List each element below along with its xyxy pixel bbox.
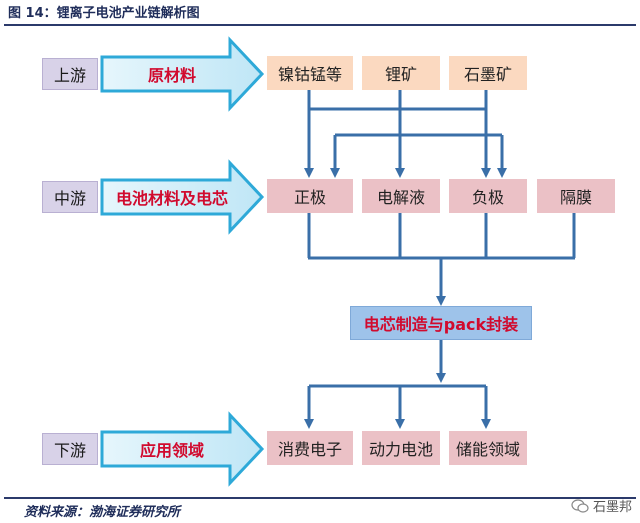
raw-box-nickel-cobalt-manganese: 镍钴锰等 [267, 56, 353, 90]
arrow-label-midstream: 电池材料及电芯 [115, 189, 228, 208]
watermark-text: 石墨邦 [592, 500, 632, 515]
top-rule [4, 24, 636, 26]
stage-label-upstream: 上游 [42, 58, 98, 90]
stage-arrow-upstream [100, 36, 265, 112]
material-box-anode: 负极 [449, 179, 527, 213]
stage-label-downstream: 下游 [42, 433, 98, 465]
application-box-consumer-electronics: 消费电子 [267, 431, 353, 465]
figure-title: 图 14：锂离子电池产业链解析图 [8, 6, 200, 21]
raw-box-lithium-ore: 锂矿 [362, 56, 440, 90]
material-box-separator: 隔膜 [537, 179, 615, 213]
stage-label-midstream: 中游 [42, 181, 98, 213]
material-box-electrolyte: 电解液 [362, 179, 440, 213]
application-box-energy-storage: 储能领域 [449, 431, 527, 465]
wechat-icon [571, 498, 589, 513]
arrow-label-upstream: 原材料 [147, 66, 196, 85]
application-box-power-battery: 动力电池 [362, 431, 440, 465]
raw-box-graphite-ore: 石墨矿 [449, 56, 527, 90]
manufacturing-box: 电芯制造与pack封装 [350, 306, 532, 340]
stage-arrow-midstream [100, 159, 265, 235]
bottom-rule [4, 497, 636, 499]
watermark: 石墨邦 [571, 496, 632, 515]
stage-arrow-downstream [100, 411, 265, 487]
connector-lines [304, 90, 576, 429]
source-note: 资料来源：渤海证券研究所 [24, 505, 181, 520]
arrow-label-downstream: 应用领域 [139, 441, 204, 460]
material-box-cathode: 正极 [267, 179, 353, 213]
